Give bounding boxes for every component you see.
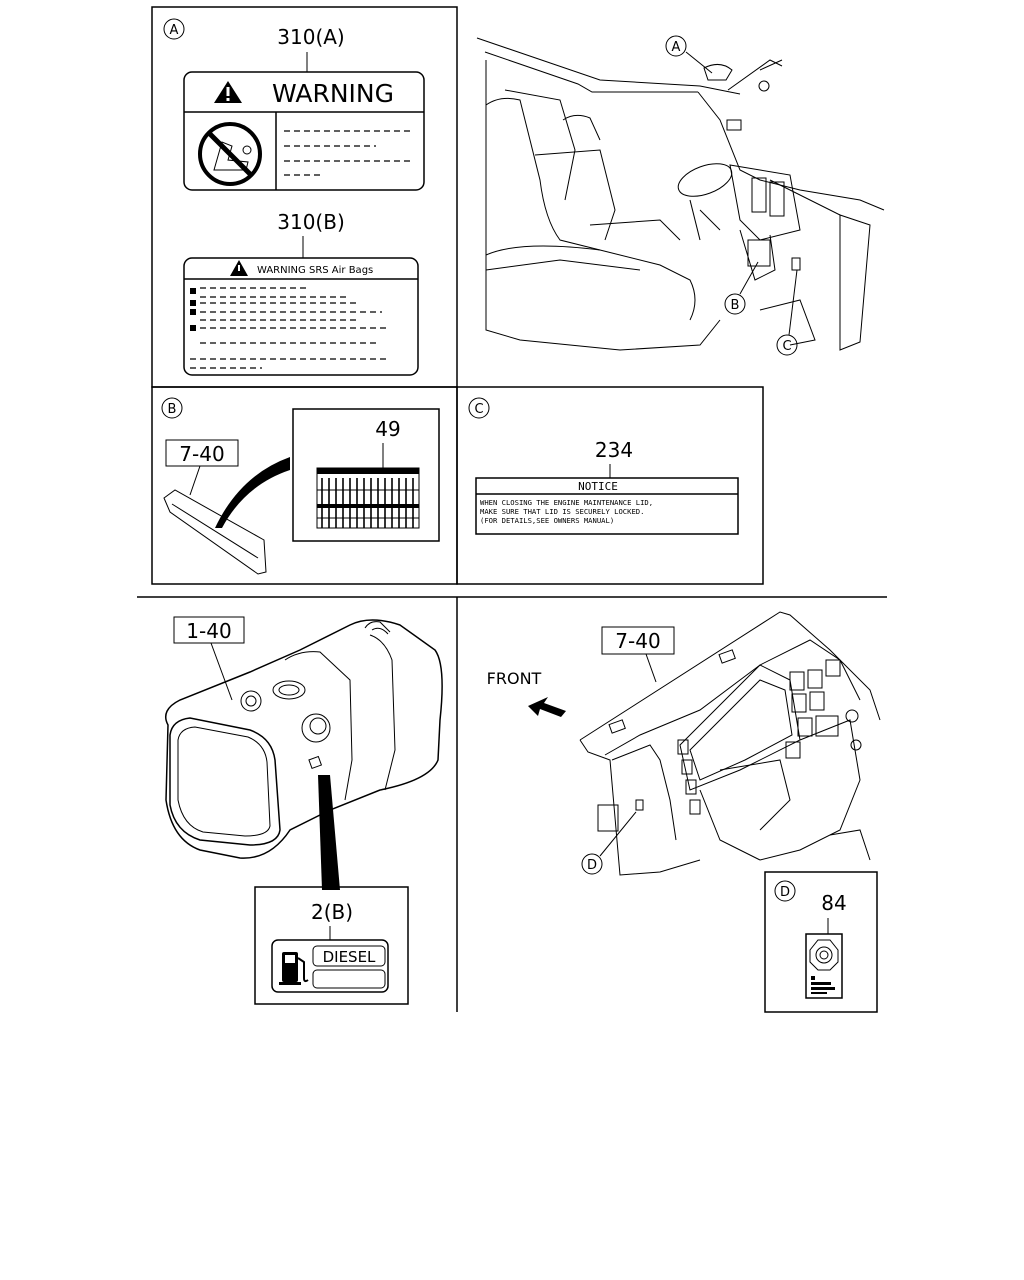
warning-triangle-icon	[214, 81, 242, 103]
svg-text:B: B	[731, 298, 740, 313]
pointer-arrow	[215, 457, 290, 528]
front-direction-label: FRONT	[487, 669, 542, 688]
fuse-label	[805, 933, 843, 999]
warning-title: WARNING	[272, 79, 394, 108]
dashboard-panel	[579, 611, 881, 876]
diesel-fuel-label: DIESEL	[271, 939, 389, 993]
svg-text:D: D	[587, 858, 597, 873]
fuel-pump-icon	[279, 952, 309, 985]
tire-pressure-label	[316, 467, 420, 529]
part-number-84: 84	[821, 891, 846, 915]
srs-airbag-label-310b: WARNING SRS Air Bags	[183, 257, 419, 376]
callout-b: B	[724, 261, 759, 315]
notice-line: WHEN CLOSING THE ENGINE MAINTENANCE LID,	[480, 498, 653, 507]
glove-box-lid	[163, 489, 267, 575]
warning-triangle-icon	[230, 260, 248, 276]
ref-box-7-40: 7-40	[165, 439, 239, 467]
front-arrow-icon	[528, 697, 566, 717]
no-child-seat-icon	[198, 122, 262, 186]
ref-box-1-40: 1-40	[173, 616, 245, 644]
callout-c: C	[468, 397, 490, 419]
frame-lines	[137, 6, 887, 1012]
panel-b: B 7-40 49	[161, 397, 440, 575]
svg-text:A: A	[170, 23, 179, 38]
panel-a: A 310(A) WARNING	[163, 18, 425, 376]
svg-text:D: D	[780, 885, 790, 900]
callout-d: D	[774, 880, 796, 902]
callout-a: A	[665, 35, 713, 74]
notice-line: (FOR DETAILS,SEE OWNERS MANUAL)	[480, 516, 614, 525]
detail-box	[292, 408, 440, 542]
part-number-49: 49	[375, 417, 400, 441]
callout-a: A	[163, 18, 185, 40]
callout-c: C	[776, 269, 798, 356]
pointer-arrow	[318, 775, 340, 890]
notice-title: NOTICE	[578, 480, 618, 493]
svg-text:C: C	[474, 402, 483, 417]
svg-text:C: C	[782, 339, 791, 354]
detail-box	[764, 871, 878, 1013]
svg-text:7-40: 7-40	[179, 442, 224, 466]
svg-text:B: B	[168, 402, 177, 417]
part-number-310a: 310(A)	[277, 25, 344, 49]
notice-line: MAKE SURE THAT LID IS SECURELY LOCKED.	[480, 507, 644, 516]
panel-c: C 234 NOTICE WHEN CLOSING THE ENGINE MAI…	[468, 397, 739, 535]
ref-box-7-40: 7-40	[601, 626, 675, 655]
svg-text:7-40: 7-40	[615, 629, 660, 653]
callout-b: B	[161, 397, 183, 419]
part-number-310b: 310(B)	[277, 210, 345, 234]
svg-text:1-40: 1-40	[186, 619, 231, 643]
svg-text:A: A	[672, 40, 681, 55]
srs-label-title: WARNING SRS Air Bags	[257, 265, 373, 276]
cab-interior-illustration: A B C	[476, 35, 885, 356]
callout-d: D	[581, 811, 637, 875]
detail-box	[254, 886, 409, 1005]
diesel-text: DIESEL	[323, 948, 376, 966]
part-number-2b: 2(B)	[311, 900, 353, 924]
fuel-tank-section: 1-40 2(B)	[165, 616, 443, 1005]
fuel-tank	[165, 619, 443, 859]
part-number-234: 234	[595, 438, 633, 462]
notice-label: NOTICE WHEN CLOSING THE ENGINE MAINTENAN…	[475, 477, 739, 535]
dashboard-section: 7-40 FRONT	[487, 611, 881, 876]
panel-d: D 84	[764, 871, 878, 1013]
warning-label-310a: WARNING	[183, 71, 425, 191]
